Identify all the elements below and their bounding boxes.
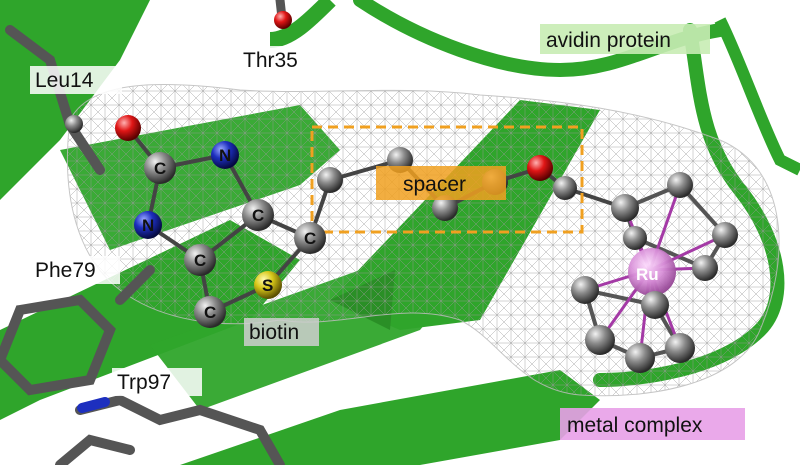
carbon-atom	[194, 296, 226, 328]
atom-label-c: C	[304, 229, 316, 248]
sulfur-atom	[254, 271, 282, 299]
atom-label-n: N	[142, 216, 154, 235]
trp97-label: Trp97	[117, 371, 171, 394]
atom-labels: C N N C C C C S Ru	[142, 146, 659, 322]
phe79-label: Phe79	[35, 259, 96, 282]
nitrogen-atom	[211, 141, 239, 169]
avidin-label-bg	[540, 24, 710, 54]
atom-label-n: N	[219, 146, 231, 165]
atom-label-ru: Ru	[636, 265, 659, 284]
carbon-atom	[242, 199, 274, 231]
phe79-ring	[0, 294, 116, 396]
callout-labels: avidin protein Thr35 Leu14 Phe79 Trp97 b…	[30, 24, 745, 440]
atoms	[65, 11, 738, 373]
spacer-highlight-box	[310, 125, 584, 234]
ring-carbon	[667, 172, 693, 198]
spacer-label: spacer	[403, 173, 466, 196]
spacer-label-bg	[376, 166, 506, 200]
ring-carbon	[692, 255, 718, 281]
trp97-ring	[75, 394, 285, 465]
biotin-label: biotin	[249, 321, 299, 344]
metal-complex-label-bg	[560, 408, 745, 440]
trp97-ring-2	[55, 434, 135, 465]
ring-carbon	[571, 276, 599, 304]
ring-carbon	[625, 343, 655, 373]
spacer-carbon	[432, 195, 458, 221]
metal-complex-label: metal complex	[567, 414, 703, 437]
atom-label-s: S	[262, 276, 273, 295]
oxygen-atom	[274, 11, 292, 29]
trp97-nitrogen	[77, 397, 110, 413]
ruthenium-atom	[628, 248, 676, 296]
leu14-carbon	[65, 115, 83, 133]
carbon-atom	[184, 244, 216, 276]
atom-label-c: C	[204, 303, 216, 322]
loop-top-left	[269, 0, 336, 48]
avidin-protein-label: avidin protein	[546, 29, 671, 52]
leu14-label-bg	[30, 66, 122, 94]
loop-right-edge	[714, 17, 800, 176]
leu14-label: Leu14	[35, 69, 94, 92]
biotin-label-bg	[244, 318, 319, 346]
thr35-label: Thr35	[243, 49, 298, 72]
atom-label-c: C	[154, 159, 166, 178]
atom-label-c: C	[252, 206, 264, 225]
carbon-atom	[294, 222, 326, 254]
spacer-carbon	[317, 167, 343, 193]
ring-carbon	[712, 222, 738, 248]
trp97-label-bg	[112, 368, 202, 396]
beta-sheet-bottom	[180, 370, 600, 465]
phe79-stick	[115, 265, 155, 305]
carbon-atom	[144, 152, 176, 184]
thr35-label-bg	[238, 46, 320, 74]
ring-carbon	[585, 325, 615, 355]
ring-carbon	[623, 226, 647, 250]
spacer-carbon	[553, 176, 577, 200]
atom-label-c: C	[194, 251, 206, 270]
ring-carbon	[665, 333, 695, 363]
ring-carbon	[641, 291, 669, 319]
phe79-label-bg	[30, 256, 120, 284]
oxygen-atom	[527, 155, 553, 181]
ring-carbon	[611, 194, 639, 222]
oxygen-atom	[115, 115, 141, 141]
nitrogen-atom	[134, 211, 162, 239]
